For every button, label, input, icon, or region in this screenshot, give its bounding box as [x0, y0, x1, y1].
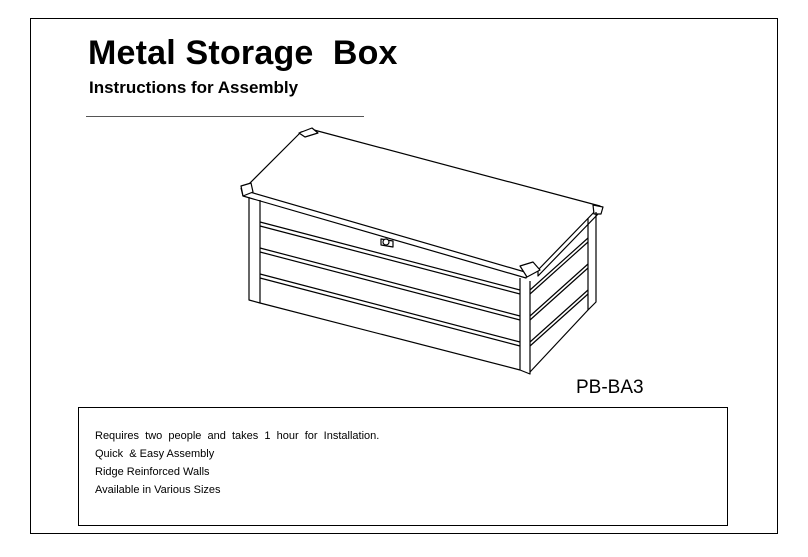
- side-ridge-1b: [529, 241, 589, 295]
- storage-box-illustration: [240, 127, 604, 375]
- features-box: Requires two people and takes 1 hour for…: [78, 407, 728, 526]
- right-back-post: [587, 212, 597, 311]
- lid-corner-back: [298, 127, 319, 138]
- side-ridge-2: [529, 263, 589, 317]
- front-ridge-3: [259, 273, 521, 343]
- lock-keyhole: [382, 238, 390, 246]
- side-bottom-edge: [529, 309, 589, 373]
- document-title: Metal Storage Box: [88, 34, 398, 72]
- page-border: [30, 18, 778, 534]
- front-right-post: [519, 278, 531, 375]
- front-ridge-1: [259, 221, 521, 291]
- left-post: [248, 197, 261, 304]
- lid-corner-right: [592, 204, 604, 215]
- side-ridge-3: [529, 289, 589, 343]
- side-ridge-1: [529, 237, 589, 291]
- feature-item: Requires two people and takes 1 hour for…: [95, 430, 380, 442]
- title-divider: [86, 116, 364, 117]
- front-ridge-3b: [259, 277, 521, 347]
- side-ridge-3b: [529, 293, 589, 347]
- lid-corner-front: [519, 261, 541, 278]
- document-subtitle: Instructions for Assembly: [89, 78, 299, 97]
- feature-item: Ridge Reinforced Walls: [95, 466, 210, 478]
- side-ridge-2b: [529, 267, 589, 321]
- feature-item: Quick & Easy Assembly: [95, 448, 215, 460]
- front-ridge-1b: [259, 225, 521, 295]
- lid-top: [242, 129, 601, 273]
- front-ridge-2b: [259, 251, 521, 321]
- model-code: PB-BA3: [576, 377, 644, 398]
- front-ridge-2: [259, 247, 521, 317]
- lid-corner-left: [240, 182, 254, 197]
- feature-item: Available in Various Sizes: [95, 484, 221, 496]
- front-bottom-edge: [259, 302, 521, 371]
